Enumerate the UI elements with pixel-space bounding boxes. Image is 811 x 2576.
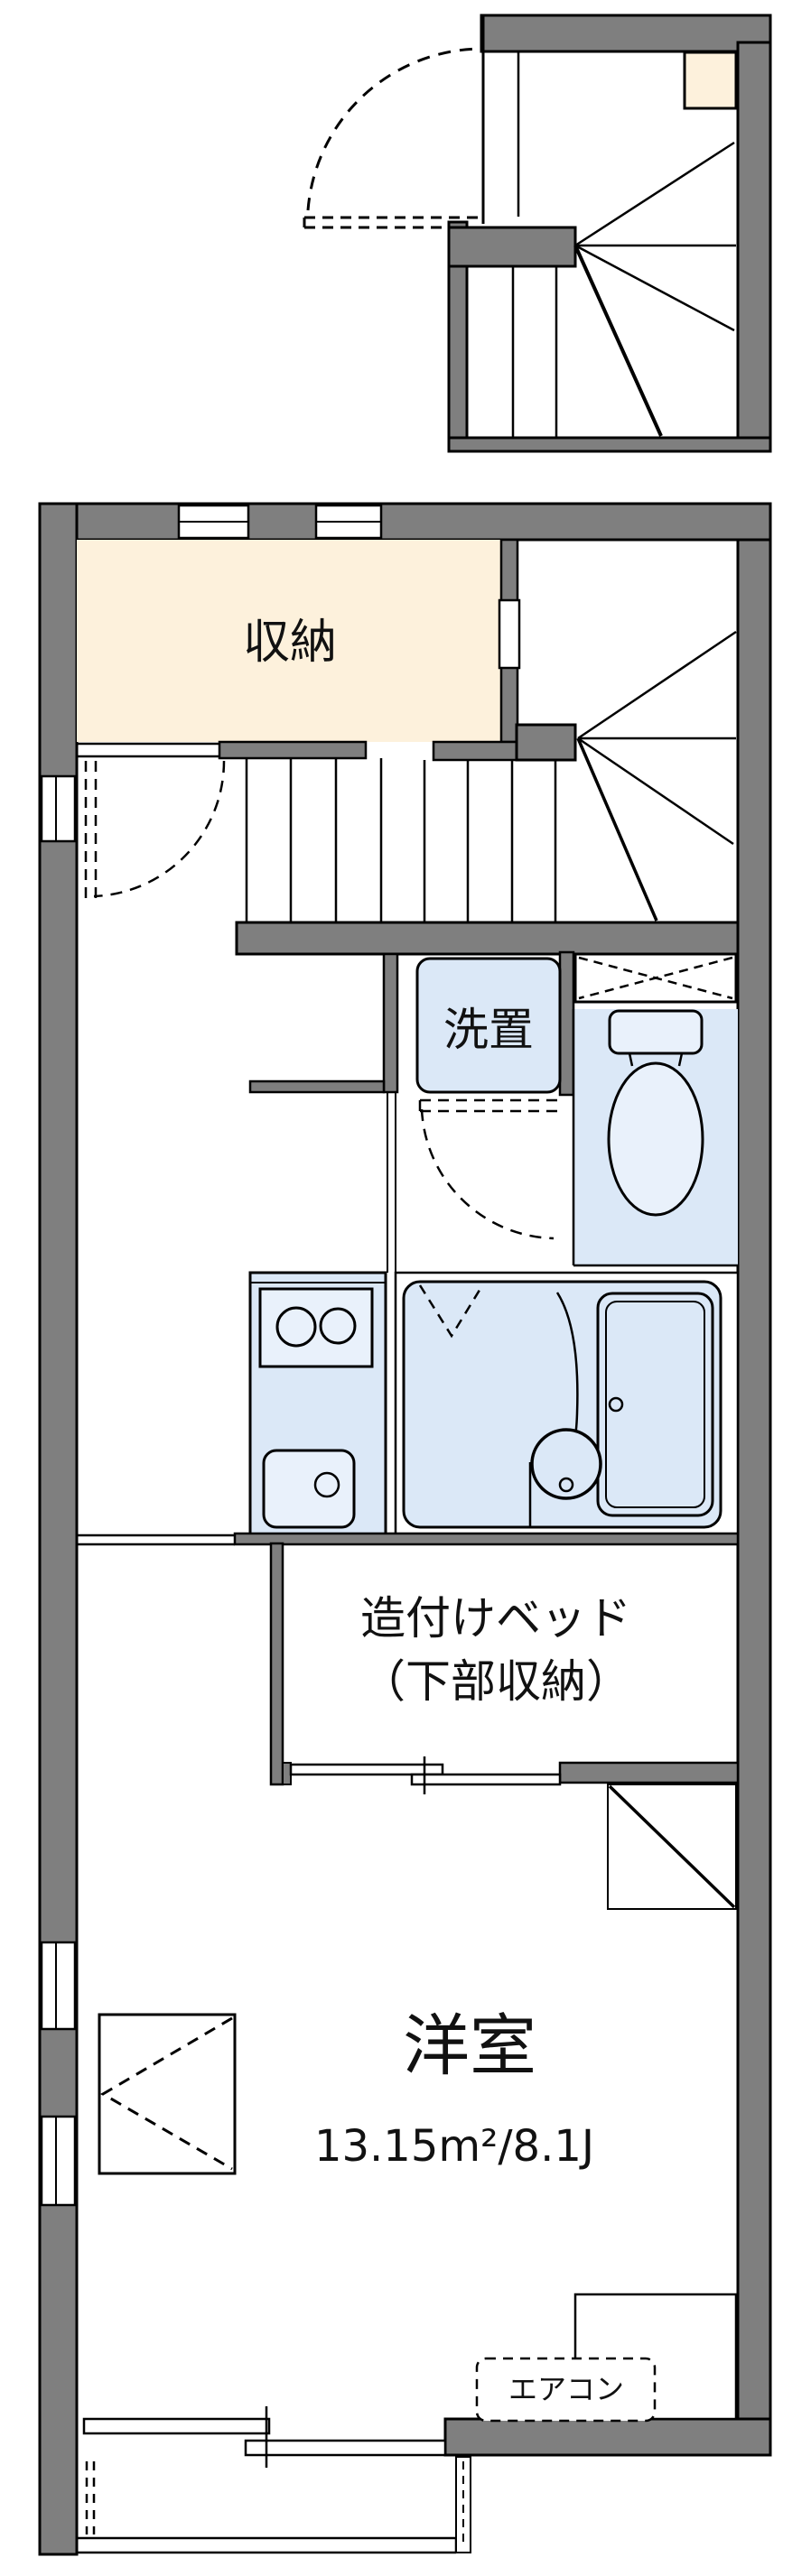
upper-storage-box [683,51,738,110]
bathtub-inner [605,1301,705,1508]
wall [447,436,772,453]
window-left-3 [40,2115,77,2207]
unit-bath [394,1271,740,1538]
wall [38,502,772,542]
toilet-icon [607,1009,704,1217]
window-frame [40,1941,77,2031]
winder-tread [577,630,737,740]
washer-pan [415,957,562,1094]
diagonal-box-line [608,1784,736,1909]
wall [736,41,772,453]
toilet-tank [608,1009,704,1055]
winder-tread [576,737,658,922]
winder-tread [573,245,663,437]
sliding-door-panel [289,1763,444,1776]
wall [736,538,772,2457]
shelf-cross-line [578,956,733,1000]
bathtub-icon [596,1292,714,1517]
sliding-window-panel [82,2417,271,2435]
toilet-bowl [607,1061,704,1217]
folding-door-dashed [418,1284,483,1339]
main-unit-outer-walls [38,502,772,2556]
corner-diagonal-box [607,1784,737,1910]
window-frame [40,2115,77,2207]
stove-icon [258,1287,374,1368]
winder-tread [574,141,735,247]
western-room: 洋室 13.15m²/8.1J エアコン [98,2007,738,2423]
wall [269,1542,284,1786]
window-top-1 [177,504,250,540]
room-name-label: 洋室 [403,2007,536,2085]
sliding-door [289,1756,562,1794]
storage-floor [77,540,501,742]
washing-machine-space: 洗置 [415,957,562,1094]
wall [233,1532,740,1546]
window-frame [40,774,77,843]
door-swing-arc [306,47,482,211]
washbasin-bowl [530,1428,602,1500]
storage-room: 収納 [77,538,577,901]
stair-center-post [515,723,577,762]
cabinet-outline [98,2013,237,2175]
toilet-room [572,1009,738,1267]
built-in-bed-area: 造付けベッド （下部収納） [77,1532,740,1910]
sink-basin [262,1449,356,1529]
washbasin-icon [530,1428,602,1500]
wall [38,502,79,2556]
side-cabinet-box [98,2013,237,2175]
main-staircase [235,630,740,956]
sliding-door-panel [410,1773,562,1786]
wall [282,1762,292,1785]
washer-label: 洗置 [443,1004,534,1056]
winder-tread [577,737,734,846]
sliding-window-panel [244,2439,447,2457]
wall [218,740,368,760]
cabinet-door-dashed-v [100,2016,233,2171]
bed-label-line2: （下部収納） [360,1655,631,1708]
aircon-outline [475,2357,657,2423]
sliding-window [82,2406,447,2468]
balcony [77,2456,471,2554]
wall [558,950,575,1097]
washroom-door-dashed [418,1098,557,1240]
window-left-2 [40,1941,77,2031]
window-left-1 [40,774,77,843]
wall [382,952,399,1094]
hall-door-dashed [84,760,226,901]
toilet-hinge [628,1052,684,1067]
door-swing-arc [93,760,226,898]
balcony-zone [77,2406,471,2554]
bed-label-line1: 造付けベッド [360,1592,631,1645]
window-top-2 [314,504,383,540]
wall-opening [498,598,521,670]
sanitary-zone: 洗置 [248,950,738,1273]
aircon-box: エアコン [475,2357,657,2423]
kitchen-unit [248,1271,387,1536]
bathtub-outer [596,1292,714,1517]
sink-drain [313,1471,340,1498]
stair-center-post [447,226,577,268]
aircon-label: エアコン [508,2372,624,2406]
wall [480,14,772,53]
room-area-label: 13.15m²/8.1J [314,2121,594,2172]
washbasin-drain [558,1477,574,1493]
wall [443,2417,772,2457]
winder-tread [574,244,735,332]
upper-staircase-unit [303,14,772,453]
door-swing-arc [420,1108,555,1240]
entry-door-dashed [303,47,482,229]
storage-label: 収納 [243,616,337,670]
wall [558,1761,740,1784]
wall [248,1080,386,1094]
sink-icon [262,1449,356,1529]
overhead-shelf-box [573,952,738,1004]
wall [235,921,740,956]
stove-burner [275,1306,317,1348]
stove-burner [319,1307,357,1345]
bathtub-drain [608,1396,624,1413]
